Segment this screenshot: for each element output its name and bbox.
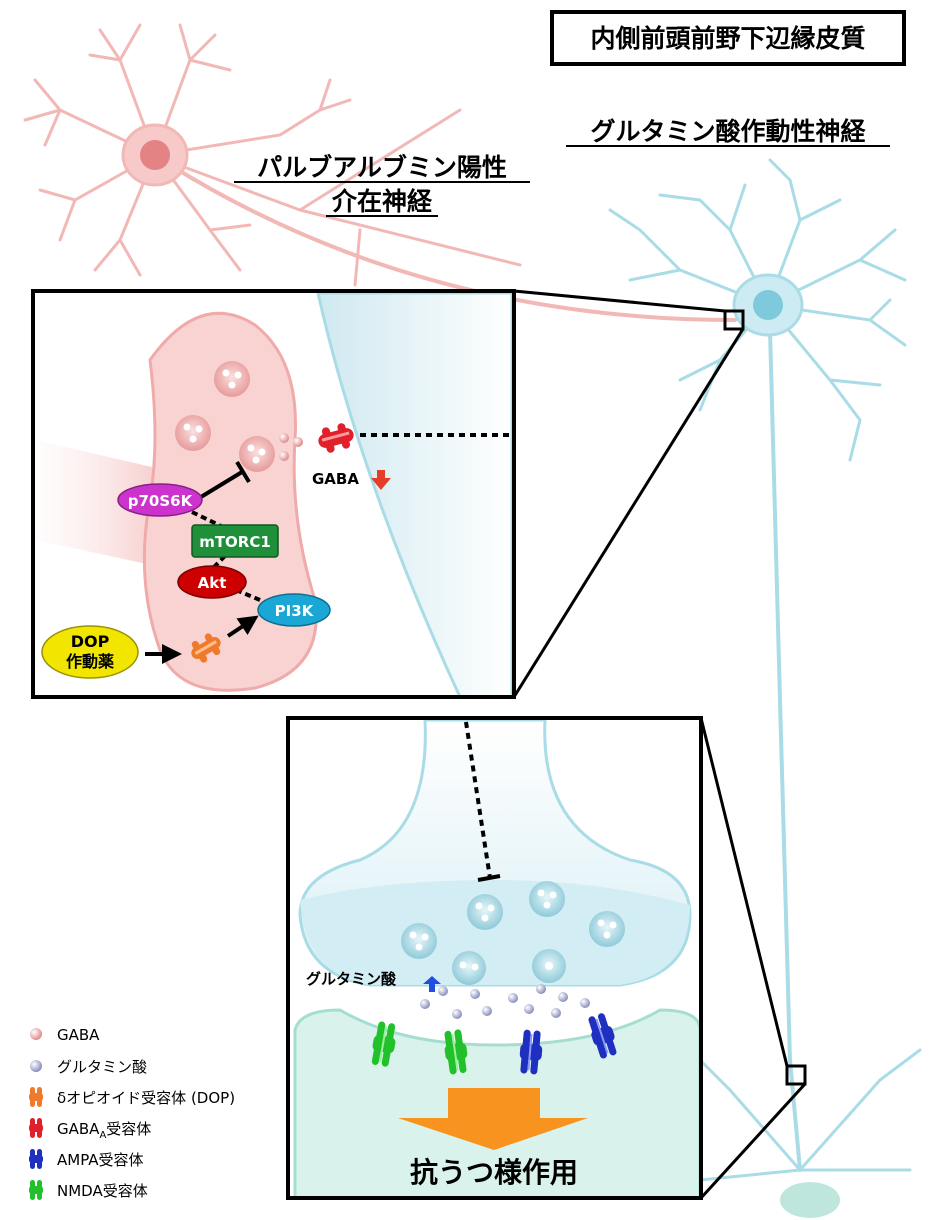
pv-nucleus — [140, 140, 170, 170]
callout-marker-upper — [723, 309, 745, 331]
inset-glutamate-synapse: グルタミン酸 抗うつ様作用 — [286, 716, 703, 1200]
svg-text:GABAA受容体: GABAA受容体 — [57, 1120, 151, 1141]
legend-item-nmda: NMDA受容体 — [29, 1180, 148, 1200]
svg-text:DOP: DOP — [71, 632, 110, 651]
glutamate-vesicle-releasing — [532, 949, 566, 983]
callout-marker-lower — [785, 1064, 807, 1086]
glutamate-vesicle — [589, 911, 625, 947]
svg-text:PI3K: PI3K — [275, 602, 315, 620]
glutamate-vesicle-releasing — [452, 951, 486, 985]
svg-text:NMDA受容体: NMDA受容体 — [57, 1182, 148, 1200]
svg-text:mTORC1: mTORC1 — [199, 533, 271, 551]
legend-item-gaba: GABA — [30, 1026, 100, 1044]
dop-receptor-icon — [29, 1087, 43, 1107]
akt-node: Akt — [177, 565, 247, 599]
svg-text:作動薬: 作動薬 — [66, 652, 115, 671]
callout-line — [699, 717, 789, 1067]
pi3k-node: PI3K — [257, 593, 331, 627]
region-title: 内側前頭前野下辺縁皮質 — [590, 24, 865, 53]
gaba-vesicle — [175, 415, 211, 451]
gaba-a-receptor — [318, 423, 354, 453]
callout-line — [699, 1082, 807, 1200]
svg-text:GABA: GABA — [57, 1026, 100, 1044]
glutamate-vesicle — [529, 881, 565, 917]
glutamate-soma-lower — [780, 1182, 840, 1218]
ampa-receptor-icon — [29, 1149, 43, 1169]
effect-arrow-icon — [398, 1088, 588, 1150]
dop-agonist-node: DOP 作動薬 — [41, 625, 139, 679]
glutamate-molecules — [420, 984, 590, 1019]
legend: GABA グルタミン酸 δオピオイド受容体 (DOP) GABAA受容体 — [29, 1026, 235, 1200]
legend-item-dop: δオピオイド受容体 (DOP) — [29, 1087, 235, 1107]
pv-neuron-label-line1: パルブアルブミン陽性 — [257, 153, 507, 182]
svg-text:グルタミン酸: グルタミン酸 — [57, 1058, 147, 1076]
gaba-dot-icon — [30, 1028, 42, 1040]
ampa-receptor — [519, 1029, 543, 1075]
glutamate-neuron-label: グルタミン酸作動性神経 — [590, 117, 866, 146]
gaba-vesicle-releasing — [239, 436, 275, 472]
svg-text:AMPA受容体: AMPA受容体 — [57, 1151, 144, 1169]
gaba-vesicle — [214, 361, 250, 397]
nmda-receptor — [371, 1021, 396, 1067]
legend-item-glutamate: グルタミン酸 — [30, 1058, 147, 1076]
pv-neuron-label-line2: 介在神経 — [331, 187, 433, 216]
region-title-box — [550, 10, 906, 66]
legend-item-gaba-a: GABAA受容体 — [29, 1118, 151, 1141]
glutamate-nucleus — [753, 290, 783, 320]
p70s6k-node: p70S6K — [117, 483, 203, 517]
callout-line — [512, 328, 745, 698]
gaba-a-receptor-icon — [29, 1118, 43, 1138]
svg-text:p70S6K: p70S6K — [128, 492, 194, 510]
glutamate-dot-icon — [30, 1060, 42, 1072]
nmda-receptor-icon — [29, 1180, 43, 1200]
svg-text:Akt: Akt — [198, 574, 227, 592]
glutamate-vesicle — [467, 894, 503, 930]
glutamate-vesicle — [401, 923, 437, 959]
svg-text:δオピオイド受容体 (DOP): δオピオイド受容体 (DOP) — [57, 1089, 235, 1107]
effect-label: 抗うつ様作用 — [410, 1156, 578, 1189]
dop-receptor — [191, 633, 221, 663]
ampa-receptor — [588, 1013, 617, 1059]
callout-line — [513, 289, 726, 313]
glutamate-change-label: グルタミン酸 — [306, 970, 397, 988]
decrease-arrow-icon — [371, 470, 391, 490]
gaba-change-label: GABA — [312, 470, 359, 488]
legend-item-ampa: AMPA受容体 — [29, 1149, 144, 1169]
inset-pv-terminal: GABA p70S6K mTORC1 Akt PI3K — [31, 289, 516, 699]
mtorc1-node: mTORC1 — [191, 524, 279, 558]
increase-arrow-icon — [423, 976, 441, 992]
nmda-receptor — [444, 1029, 468, 1075]
